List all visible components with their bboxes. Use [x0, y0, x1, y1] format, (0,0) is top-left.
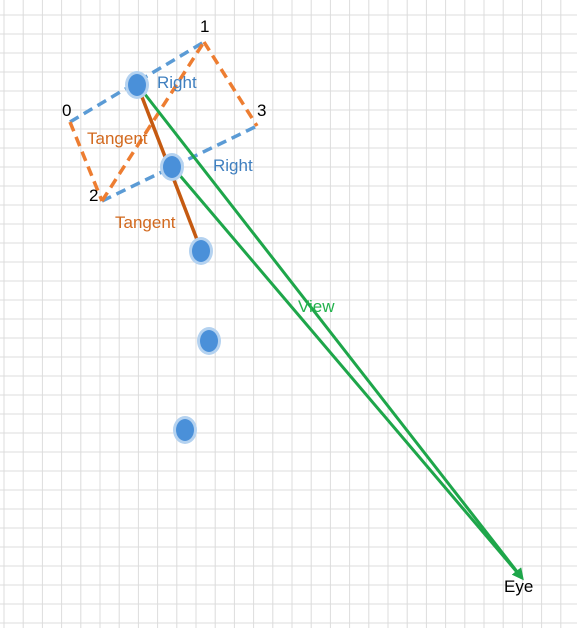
corner-label-0: 0	[62, 101, 71, 120]
eye-label: Eye	[504, 577, 533, 596]
corner-label-1: 1	[200, 17, 209, 36]
tangent-label-bottom: Tangent	[115, 213, 176, 232]
point	[197, 327, 221, 355]
right-label-mid: Right	[213, 156, 253, 175]
right-edge-top	[69, 40, 205, 124]
point	[160, 153, 184, 181]
view-arrow-incoming	[169, 162, 524, 579]
particle-points	[125, 71, 221, 444]
point	[125, 71, 149, 99]
view-label: View	[298, 297, 335, 316]
right-quad-edges	[69, 40, 258, 203]
point	[173, 416, 197, 444]
corner-label-3: 3	[257, 101, 266, 120]
point	[189, 237, 213, 265]
tangent-edge-left	[68, 121, 104, 202]
tangent-label-left: Tangent	[87, 129, 148, 148]
view-arrow-outgoing	[135, 83, 524, 581]
tangent-quad-edges	[68, 41, 259, 202]
tangent-edge-right	[202, 41, 259, 127]
right-label-top: Right	[157, 73, 197, 92]
corner-label-2: 2	[89, 186, 98, 205]
